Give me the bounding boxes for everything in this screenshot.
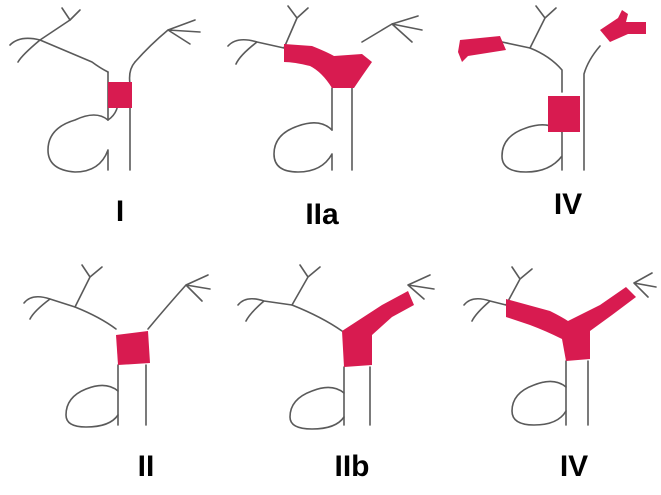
panel-label: I [60, 195, 180, 229]
panel-label: IIb [292, 450, 412, 484]
bile-duct-diagram-type-IV-multifocal [450, 0, 660, 170]
bile-duct-diagram-type-IIa [222, 0, 432, 170]
bile-duct-diagram-type-II [10, 255, 220, 425]
tumor-region-left [600, 10, 646, 42]
bismuth-panel-type-II: II [10, 255, 220, 495]
tumor-region [342, 291, 414, 367]
bismuth-panel-type-IV: IV [450, 255, 660, 495]
panel-label: IV [508, 188, 628, 222]
tumor-region-right [458, 36, 506, 62]
panel-label: IIa [262, 198, 382, 232]
bismuth-panel-type-I: I [0, 0, 210, 240]
bile-duct-diagram-type-IIb [232, 255, 442, 425]
bile-duct-diagram-type-IV [450, 255, 660, 425]
bismuth-panel-type-IV-multifocal: IV [450, 0, 660, 240]
panel-label: II [86, 450, 206, 484]
bile-duct-diagram-type-I [0, 0, 210, 170]
bismuth-panel-type-IIb: IIb [232, 255, 442, 495]
panel-label: IV [514, 450, 634, 484]
tumor-region [506, 287, 636, 361]
tumor-region-common-duct [548, 96, 580, 132]
tumor-region [116, 331, 150, 365]
tumor-region [108, 82, 132, 108]
tumor-region [284, 44, 372, 88]
bismuth-panel-type-IIa: IIa [222, 0, 432, 240]
